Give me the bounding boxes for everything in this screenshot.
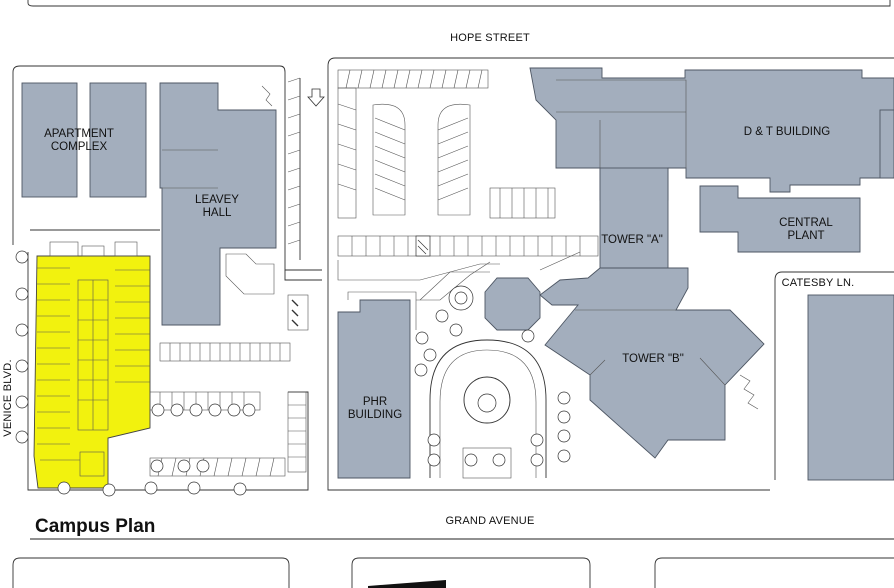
- tree-icon: [15, 250, 571, 497]
- dt-building[interactable]: [529, 67, 894, 201]
- tower-a[interactable]: [599, 167, 669, 271]
- street-west-label: VENICE BLVD.: [2, 359, 14, 436]
- central-label-1: CENTRAL: [779, 217, 833, 229]
- bottom-panel-graphic: [368, 580, 446, 588]
- parking-structure-stalls: [37, 241, 150, 477]
- apartment-label-1: APARTMENT: [44, 128, 114, 140]
- north-parking-lot: [337, 69, 599, 281]
- west-block-boundary: [20, 65, 322, 271]
- catesby-building[interactable]: [807, 294, 894, 481]
- bottom-panel-1: [12, 557, 290, 588]
- tower-a-label: TOWER "A": [601, 234, 663, 246]
- central-plaza: [419, 251, 581, 479]
- phr-label-1: PHR: [363, 396, 387, 408]
- bottom-panel-2: [351, 557, 591, 588]
- bottom-panel-3: [654, 557, 894, 588]
- leavey-label-1: LEAVEY: [195, 194, 239, 206]
- west-block-edge: [12, 65, 21, 245]
- center-block-boundary: [327, 57, 770, 491]
- apartment-complex[interactable]: [21, 82, 147, 198]
- leavey-label-2: HALL: [203, 207, 232, 219]
- leavey-hall[interactable]: [159, 82, 277, 326]
- south-lot-stalls: [149, 294, 309, 477]
- phr-building[interactable]: [337, 299, 411, 479]
- octagon-pavilion[interactable]: [484, 277, 541, 331]
- street-north-label: HOPE STREET: [450, 32, 530, 44]
- parking-structure[interactable]: [33, 255, 151, 489]
- west-drive-parking: [287, 77, 301, 260]
- gate: [284, 270, 322, 281]
- street-south-label: GRAND AVENUE: [446, 515, 535, 527]
- tower-b-label: TOWER "B": [622, 353, 684, 365]
- catesby-boundary: [774, 271, 894, 480]
- dt-label: D & T BUILDING: [744, 126, 831, 138]
- arrow-down-icon: [307, 88, 325, 107]
- map-title: Campus Plan: [35, 516, 155, 537]
- upper-panel-frame: [27, 0, 891, 7]
- central-label-2: PLANT: [787, 230, 824, 242]
- apartment-label-2: COMPLEX: [51, 141, 108, 153]
- phr-label-2: BUILDING: [348, 409, 402, 421]
- central-plant[interactable]: [699, 185, 861, 253]
- street-east-label: CATESBY LN.: [782, 277, 855, 289]
